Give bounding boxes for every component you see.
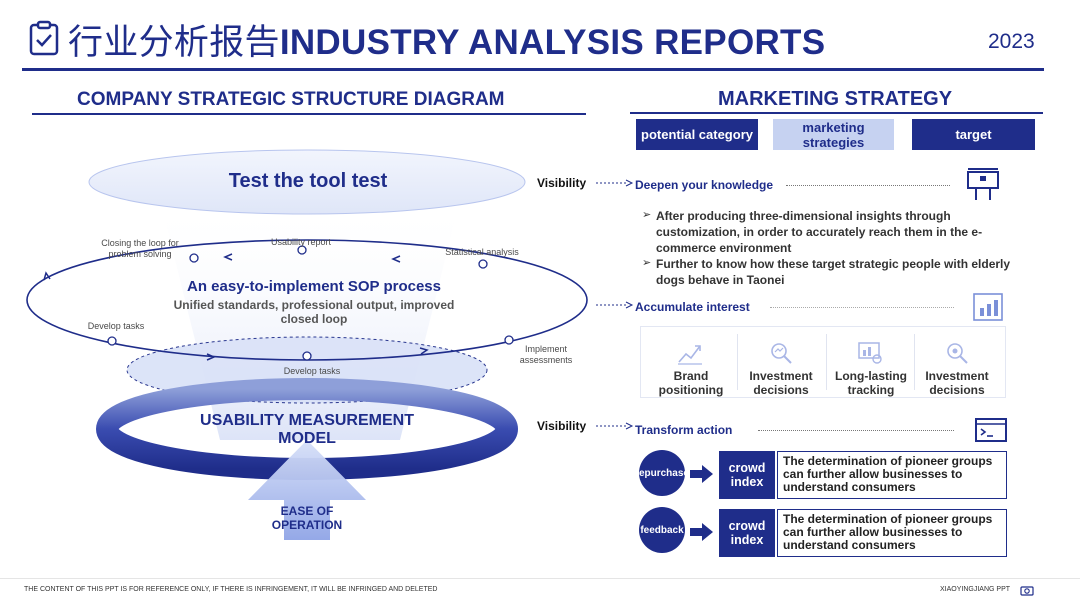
visibility-label-1: Visibility [537, 176, 586, 190]
bullet-arrow-icon: ➢ [642, 208, 656, 256]
left-section-title: COMPANY STRATEGIC STRUCTURE DIAGRAM [77, 89, 505, 111]
page-title: 行业分析报告INDUSTRY ANALYSIS REPORTS [68, 14, 825, 65]
bullet-text-2: Further to know how these target strateg… [656, 256, 1012, 288]
bullet-text-1: After producing three-dimensional insigh… [656, 208, 1012, 256]
feedback-label: feedback [640, 525, 683, 536]
step-transform-action: Transform action [635, 423, 732, 437]
page-title-en: INDUSTRY ANALYSIS REPORTS [280, 23, 826, 62]
tab-potential-category[interactable]: potential category [636, 119, 758, 150]
footer-disclaimer: THE CONTENT OF THIS PPT IS FOR REFERENCE… [24, 586, 437, 593]
dotted-rule-3 [758, 430, 954, 431]
page-title-cn: 行业分析报告 [68, 23, 280, 63]
camera-icon [1020, 583, 1034, 601]
year-label: 2023 [988, 30, 1035, 54]
chart-board-icon [972, 292, 1004, 327]
growth-icon [676, 340, 704, 371]
bullet-arrow-icon: ➢ [642, 256, 656, 288]
step-accumulate-interest: Accumulate interest [635, 300, 750, 314]
card-investment-decisions-2: Investment decisions [913, 369, 1001, 397]
bullet-item: ➢ After producing three-dimensional insi… [642, 208, 1012, 256]
loop-label-develop-center: Develop tasks [270, 366, 354, 377]
bullet-list: ➢ After producing three-dimensional insi… [642, 208, 1012, 288]
top-ellipse-label: Test the tool test [190, 170, 426, 193]
card-brand-positioning: Brand positioning [647, 369, 735, 397]
left-section-rule [32, 113, 586, 115]
dotted-rule-2 [770, 307, 954, 308]
repurchase-circle: repurchase [639, 450, 685, 496]
magnifier-icon [767, 340, 795, 371]
clipboard-icon [28, 20, 60, 56]
terminal-icon [974, 417, 1008, 448]
crowd-index-box-2: crowd index [719, 509, 775, 557]
crowd-desc-2: The determination of pioneer groups can … [777, 509, 1007, 557]
tab-target[interactable]: target [912, 119, 1035, 150]
sop-subtitle: Unified standards, professional output, … [170, 298, 458, 326]
visibility-label-2: Visibility [537, 419, 586, 433]
billboard-icon [966, 168, 1000, 207]
analytics-icon [856, 340, 884, 371]
feedback-circle: feedback [639, 507, 685, 553]
loop-label-implement: Implement assessments [514, 344, 578, 366]
sop-title: An easy-to-implement SOP process [140, 278, 488, 295]
dashed-arrow-3 [596, 421, 634, 431]
footer-rule [0, 578, 1080, 579]
search-chart-icon [943, 340, 971, 371]
arrow-right-icon [690, 464, 714, 484]
loop-label-develop-left: Develop tasks [80, 321, 152, 332]
arrow-label: EASE OF OPERATION [262, 504, 352, 532]
step-deepen-knowledge: Deepen your knowledge [635, 178, 773, 192]
card-long-lasting-tracking: Long-lasting tracking [827, 369, 915, 397]
loop-label-closing: Closing the loop for problem solving [92, 238, 188, 260]
right-section-rule [630, 112, 1043, 114]
loop-label-statistical: Statistical analysis [436, 247, 528, 258]
crowd-desc-1: The determination of pioneer groups can … [777, 451, 1007, 499]
arrow-right-icon [690, 522, 714, 542]
dotted-rule-1 [786, 185, 950, 186]
header-divider [22, 68, 1044, 71]
right-section-title: MARKETING STRATEGY [718, 88, 952, 111]
card-investment-decisions-1: Investment decisions [737, 369, 825, 397]
crowd-index-box-1: crowd index [719, 451, 775, 499]
repurchase-label: repurchase [639, 468, 685, 479]
dashed-arrow-2 [596, 300, 634, 310]
bullet-item: ➢ Further to know how these target strat… [642, 256, 1012, 288]
ring-label: USABILITY MEASUREMENT MODEL [200, 412, 414, 448]
dashed-arrow-1 [596, 178, 634, 188]
footer-brand: XIAOYINGJIANG PPT [940, 586, 1010, 593]
loop-label-usability: Usability report [255, 237, 347, 248]
tab-marketing-strategies[interactable]: marketing strategies [773, 119, 894, 150]
